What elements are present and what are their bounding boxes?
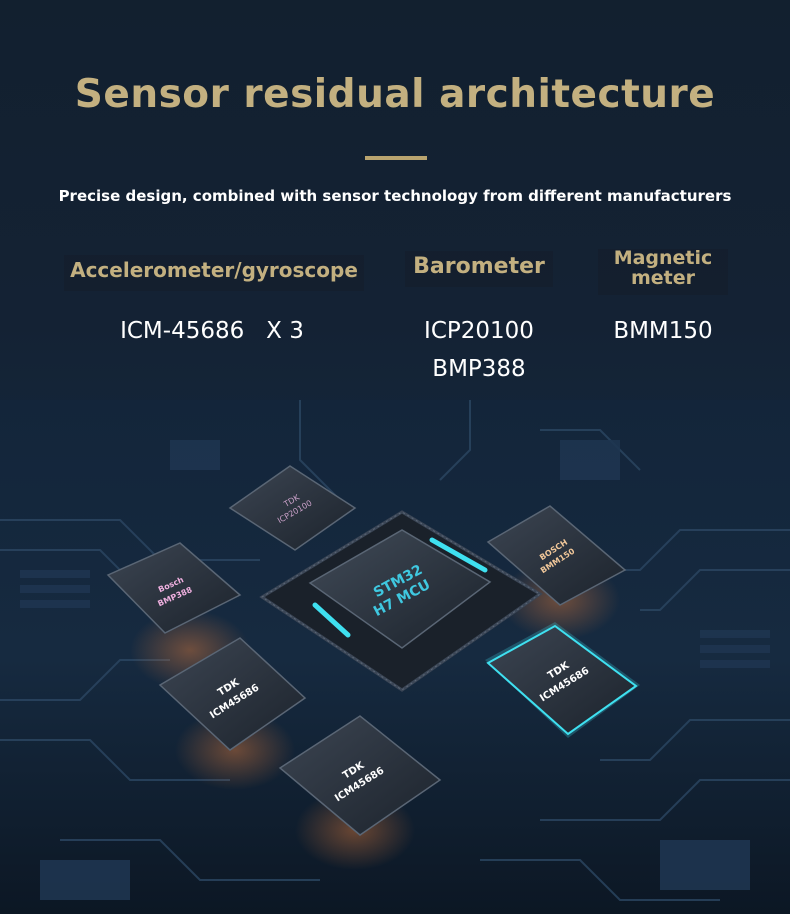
chip-tdk-icm45686-bottom: TDK ICM45686	[278, 715, 442, 836]
column-title-magnetometer-line1: Magnetic	[613, 247, 713, 269]
column-title-accelerometer: Accelerometer/gyroscope	[64, 255, 364, 291]
chip-tdk-icm45686-right: TDK ICM45686	[485, 622, 640, 738]
barometer-sensor-value-2: BMP388	[432, 356, 526, 382]
column-title-magnetometer-line2: meter	[630, 266, 696, 289]
magnetometer-sensor-value: BMM150	[613, 318, 713, 344]
chip-tdk-icp20100: TDK ICP20100	[228, 465, 357, 551]
barometer-sensor-value-1: ICP20100	[424, 318, 534, 344]
column-title-magnetometer: Magnetic meter	[598, 247, 728, 295]
mcu-chip: STM32 H7 MCU	[259, 510, 543, 692]
accelerometer-sensor-value: ICM-45686 X 3	[120, 318, 304, 344]
chip-bosch-bmm150: BOSCH BMM150	[486, 505, 627, 606]
column-title-barometer: Barometer	[405, 251, 553, 287]
title-divider	[365, 156, 427, 160]
circuit-board-illustration: STM32 H7 MCU TDK ICP20100 Bosch BMP388 B…	[0, 400, 790, 914]
chip-tdk-icm45686-left: TDK ICM45686	[158, 637, 307, 751]
page-title: Sensor residual architecture	[74, 72, 716, 117]
page-subtitle: Precise design, combined with sensor tec…	[58, 187, 732, 205]
chip-bosch-bmp388: Bosch BMP388	[106, 542, 242, 634]
